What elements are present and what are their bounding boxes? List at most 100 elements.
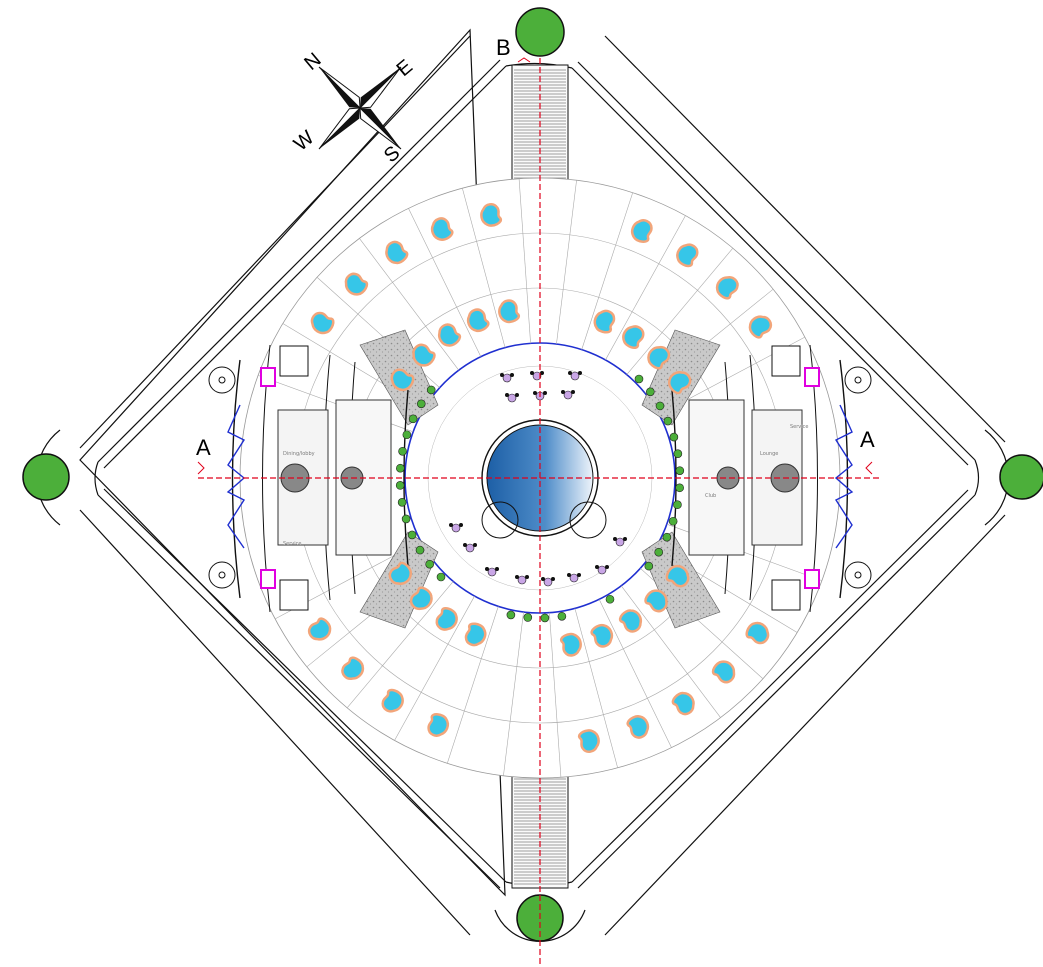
seating-icon	[500, 373, 514, 383]
pool-icon	[435, 607, 458, 631]
pool-icon	[388, 561, 412, 585]
pool-icon	[341, 656, 365, 680]
planter-icon	[675, 466, 685, 475]
pool-icon	[748, 315, 773, 339]
planter-icon	[644, 561, 654, 571]
planter-icon	[675, 483, 684, 493]
planter-icon	[662, 532, 672, 542]
planter-icon	[663, 416, 673, 426]
seating-icon	[567, 573, 581, 583]
pool-icon	[668, 371, 692, 395]
seating-icon	[449, 523, 463, 533]
planter-icon	[557, 611, 567, 621]
pool-icon	[466, 308, 490, 333]
pool-icon	[644, 589, 668, 613]
pool-icon	[498, 299, 521, 324]
planter-icon	[402, 430, 412, 440]
spiral-stair-icon	[208, 366, 872, 589]
room-label-east-1: Lounge	[760, 451, 778, 457]
pool-icon	[618, 609, 643, 633]
pool-group	[307, 203, 773, 753]
seating-icon	[515, 575, 529, 585]
compass-rose-icon	[318, 66, 402, 150]
pool-icon	[665, 565, 690, 588]
pool-icon	[480, 203, 503, 227]
seating-icon	[485, 567, 499, 577]
pool-icon	[577, 729, 600, 753]
pool-icon	[430, 217, 454, 241]
section-b-top: B	[496, 35, 511, 60]
pool-icon	[622, 325, 645, 349]
planter-icon	[426, 385, 436, 395]
planter-icon	[654, 547, 664, 557]
planter-icon	[506, 610, 516, 620]
planter-icon	[397, 498, 407, 507]
planter-icon	[646, 387, 655, 397]
toilet-block	[260, 367, 820, 589]
room-label-west-1: Dining/lobby	[283, 451, 315, 457]
pool-icon	[559, 632, 582, 657]
compass-east: E	[393, 55, 417, 80]
planter-icon	[425, 559, 434, 569]
pool-icon	[715, 276, 739, 300]
pool-icon	[437, 323, 462, 347]
pool-icon	[427, 713, 450, 737]
planter-icon	[395, 481, 405, 490]
pool-icon	[390, 368, 415, 391]
compass-north: N	[300, 49, 325, 75]
compass-south: S	[380, 142, 404, 167]
pool-icon	[409, 586, 433, 611]
planter-icon	[396, 463, 405, 473]
pool-icon	[593, 309, 616, 334]
planter-icon	[634, 374, 644, 384]
seating-icon	[568, 371, 582, 381]
planter-icon	[673, 449, 683, 458]
planter-icon	[415, 545, 425, 555]
planter-icon	[669, 432, 679, 442]
seating-icon	[561, 390, 575, 400]
seating-icon	[595, 565, 609, 575]
room-label-east-2: Service	[790, 424, 808, 430]
seating-icon	[541, 577, 555, 587]
pool-icon	[310, 311, 335, 335]
section-a-left: A	[196, 435, 211, 460]
planter-icon	[407, 530, 417, 540]
seating-icon	[505, 393, 519, 403]
planter-icon	[540, 613, 550, 623]
room-label-west-2: Service	[283, 541, 301, 547]
seating-icon	[613, 537, 627, 547]
pool-icon	[590, 623, 614, 648]
room-label-east-3: Club	[705, 493, 716, 499]
planter-icon	[436, 572, 446, 582]
pool-icon	[630, 219, 653, 243]
straight-stairs	[279, 345, 801, 611]
planter-icon	[673, 500, 682, 510]
seating-icon	[463, 543, 477, 553]
pool-icon	[647, 345, 671, 370]
planter-icon	[416, 399, 426, 409]
pool-icon	[412, 343, 436, 367]
pool-icon	[381, 688, 404, 713]
section-arrow-icon	[197, 57, 873, 475]
section-a-right: A	[860, 427, 875, 452]
seating-icon	[530, 371, 544, 381]
pool-icon	[626, 715, 650, 739]
pool-icon	[745, 621, 770, 645]
planter-icon	[408, 414, 418, 424]
pool-icon	[344, 272, 369, 296]
compass-west: W	[290, 127, 319, 156]
pool-icon	[711, 660, 736, 684]
pool-icon	[671, 691, 695, 716]
planter-icon	[668, 516, 678, 526]
pool-icon	[307, 617, 332, 641]
planter-icon	[523, 613, 533, 622]
planter-icon	[401, 514, 411, 524]
planter-icon	[605, 594, 615, 604]
pool-icon	[385, 240, 409, 265]
pool-icon	[676, 243, 699, 268]
planter-group	[395, 374, 685, 623]
planter-icon	[398, 446, 407, 456]
planter-icon	[655, 401, 665, 411]
pool-icon	[464, 622, 487, 647]
